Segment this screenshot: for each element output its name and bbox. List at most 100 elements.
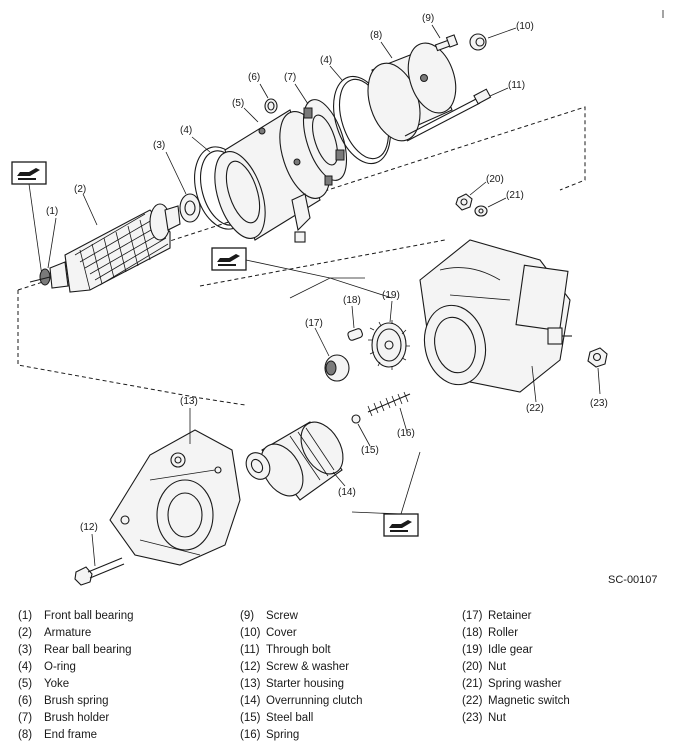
- legend-item: (20) Nut: [462, 659, 570, 676]
- callout-20: (20): [486, 174, 504, 185]
- grease-icon: [383, 513, 419, 537]
- armature: [29, 203, 181, 293]
- callout-23: (23): [590, 398, 608, 409]
- legend-label: Roller: [488, 627, 519, 639]
- overrunning-clutch: [245, 421, 344, 501]
- legend-item: (22)Magnetic switch: [462, 693, 570, 710]
- end-frame: [367, 42, 457, 142]
- starter-housing: [109, 429, 241, 566]
- legend-number: (1): [18, 610, 33, 622]
- legend-number: (15): [240, 712, 261, 724]
- callout-22: (22): [526, 403, 544, 414]
- legend-item: (9)Screw: [240, 608, 363, 625]
- legend-item: (23)Nut: [462, 710, 570, 727]
- callout-21: (21): [506, 190, 524, 201]
- legend-label: Spring washer: [488, 678, 562, 690]
- legend-item: (6)Brush spring: [18, 693, 134, 710]
- legend-number: (2): [18, 627, 33, 639]
- legend-label: Spring: [266, 729, 300, 741]
- callout-15: (15): [361, 445, 379, 456]
- grease-icon: [11, 161, 47, 185]
- legend-item: (8) End frame: [18, 727, 134, 744]
- legend-item: (2) Armature: [18, 625, 134, 642]
- screw-and-washer: [74, 557, 125, 586]
- legend-item: (10)Cover: [240, 625, 363, 642]
- legend-item: (11) Through bolt: [240, 642, 363, 659]
- callout-4a: (4): [180, 125, 192, 136]
- callout-7: (7): [284, 72, 296, 83]
- callout-2: (2): [74, 184, 86, 195]
- callout-9: (9): [422, 13, 434, 24]
- legend-label: O-ring: [44, 661, 76, 673]
- rear-ball-bearing: [179, 193, 201, 223]
- legend-number: (7): [18, 712, 33, 724]
- legend-item: (14) Overrunning clutch: [240, 693, 363, 710]
- callout-19: (19): [382, 290, 400, 301]
- nut: [587, 347, 608, 368]
- legend-number: (8): [18, 729, 33, 741]
- legend-number: (14): [240, 695, 261, 707]
- brush-holder: [291, 99, 348, 243]
- legend-label: Armature: [44, 627, 92, 639]
- legend-item: (18) Roller: [462, 625, 570, 642]
- legend-number: (18): [462, 627, 483, 639]
- legend-label: Front ball bearing: [44, 610, 134, 622]
- legend-number: (4): [18, 661, 33, 673]
- screw: [434, 34, 459, 52]
- spring-washer: [474, 205, 488, 217]
- callout-1: (1): [46, 206, 58, 217]
- callout-4b: (4): [320, 55, 332, 66]
- legend-number: (12): [240, 661, 261, 673]
- legend-column-1: (1)Front ball bearing (2)Armature (3)Rea…: [18, 608, 134, 744]
- idle-gear: [368, 320, 410, 370]
- legend-label: Screw: [266, 610, 298, 622]
- cover: [469, 33, 487, 51]
- legend-number: (13): [240, 678, 261, 690]
- legend-item: (7)Brush holder: [18, 710, 134, 727]
- callout-13: (13): [180, 396, 198, 407]
- legend-label: Rear ball bearing: [44, 644, 132, 656]
- legend-label: Nut: [488, 712, 506, 724]
- legend-item: (4) O-ring: [18, 659, 134, 676]
- magnetic-switch: [419, 239, 572, 393]
- legend-number: (20): [462, 661, 483, 673]
- legend-number: (10): [240, 627, 261, 639]
- legend-item: (17) Retainer: [462, 608, 570, 625]
- legend-number: (17): [462, 610, 483, 622]
- legend-number: (16): [240, 729, 261, 741]
- legend-label: Through bolt: [266, 644, 331, 656]
- callout-6: (6): [248, 72, 260, 83]
- legend-number: (11): [240, 644, 260, 656]
- callout-3: (3): [153, 140, 165, 151]
- callout-11: (11): [508, 80, 525, 91]
- legend-column-2: (9)Screw (10)Cover (11) Through bolt (12)…: [240, 608, 363, 744]
- spring: [367, 391, 411, 417]
- legend-label: Nut: [488, 661, 506, 673]
- legend-number: (5): [18, 678, 33, 690]
- legend-label: End frame: [44, 729, 98, 741]
- assembly-axis-lower: [17, 290, 246, 406]
- steel-ball: [351, 414, 361, 424]
- legend-label: Steel ball: [266, 712, 314, 724]
- legend-label: Brush spring: [44, 695, 109, 707]
- legend-item: (15) Steel ball: [240, 710, 363, 727]
- legend-label: Magnetic switch: [488, 695, 570, 707]
- callouts: (1) (2) (3) (4) (5) (6) (7) (4) (8) (9) …: [46, 13, 608, 533]
- callout-17: (17): [305, 318, 323, 329]
- retainer: [324, 354, 350, 382]
- callout-16: (16): [397, 428, 415, 439]
- exploded-view-diagram: (1) (2) (3) (4) (5) (6) (7) (4) (8) (9) …: [11, 10, 664, 586]
- legend-label: Retainer: [488, 610, 532, 622]
- callout-5: (5): [232, 98, 244, 109]
- legend-label: Overrunning clutch: [266, 695, 363, 707]
- legend-item: (19) Idle gear: [462, 642, 570, 659]
- legend-item: (13)Starter housing: [240, 676, 363, 693]
- legend-number: (19): [462, 644, 483, 656]
- legend-item: (5)Yoke: [18, 676, 134, 693]
- legend-label: Idle gear: [488, 644, 533, 656]
- legend-item: (21)Spring washer: [462, 676, 570, 693]
- legend-item: (12)Screw & washer: [240, 659, 363, 676]
- brush-spring: [264, 98, 278, 114]
- callout-18: (18): [343, 295, 361, 306]
- callout-8: (8): [370, 30, 382, 41]
